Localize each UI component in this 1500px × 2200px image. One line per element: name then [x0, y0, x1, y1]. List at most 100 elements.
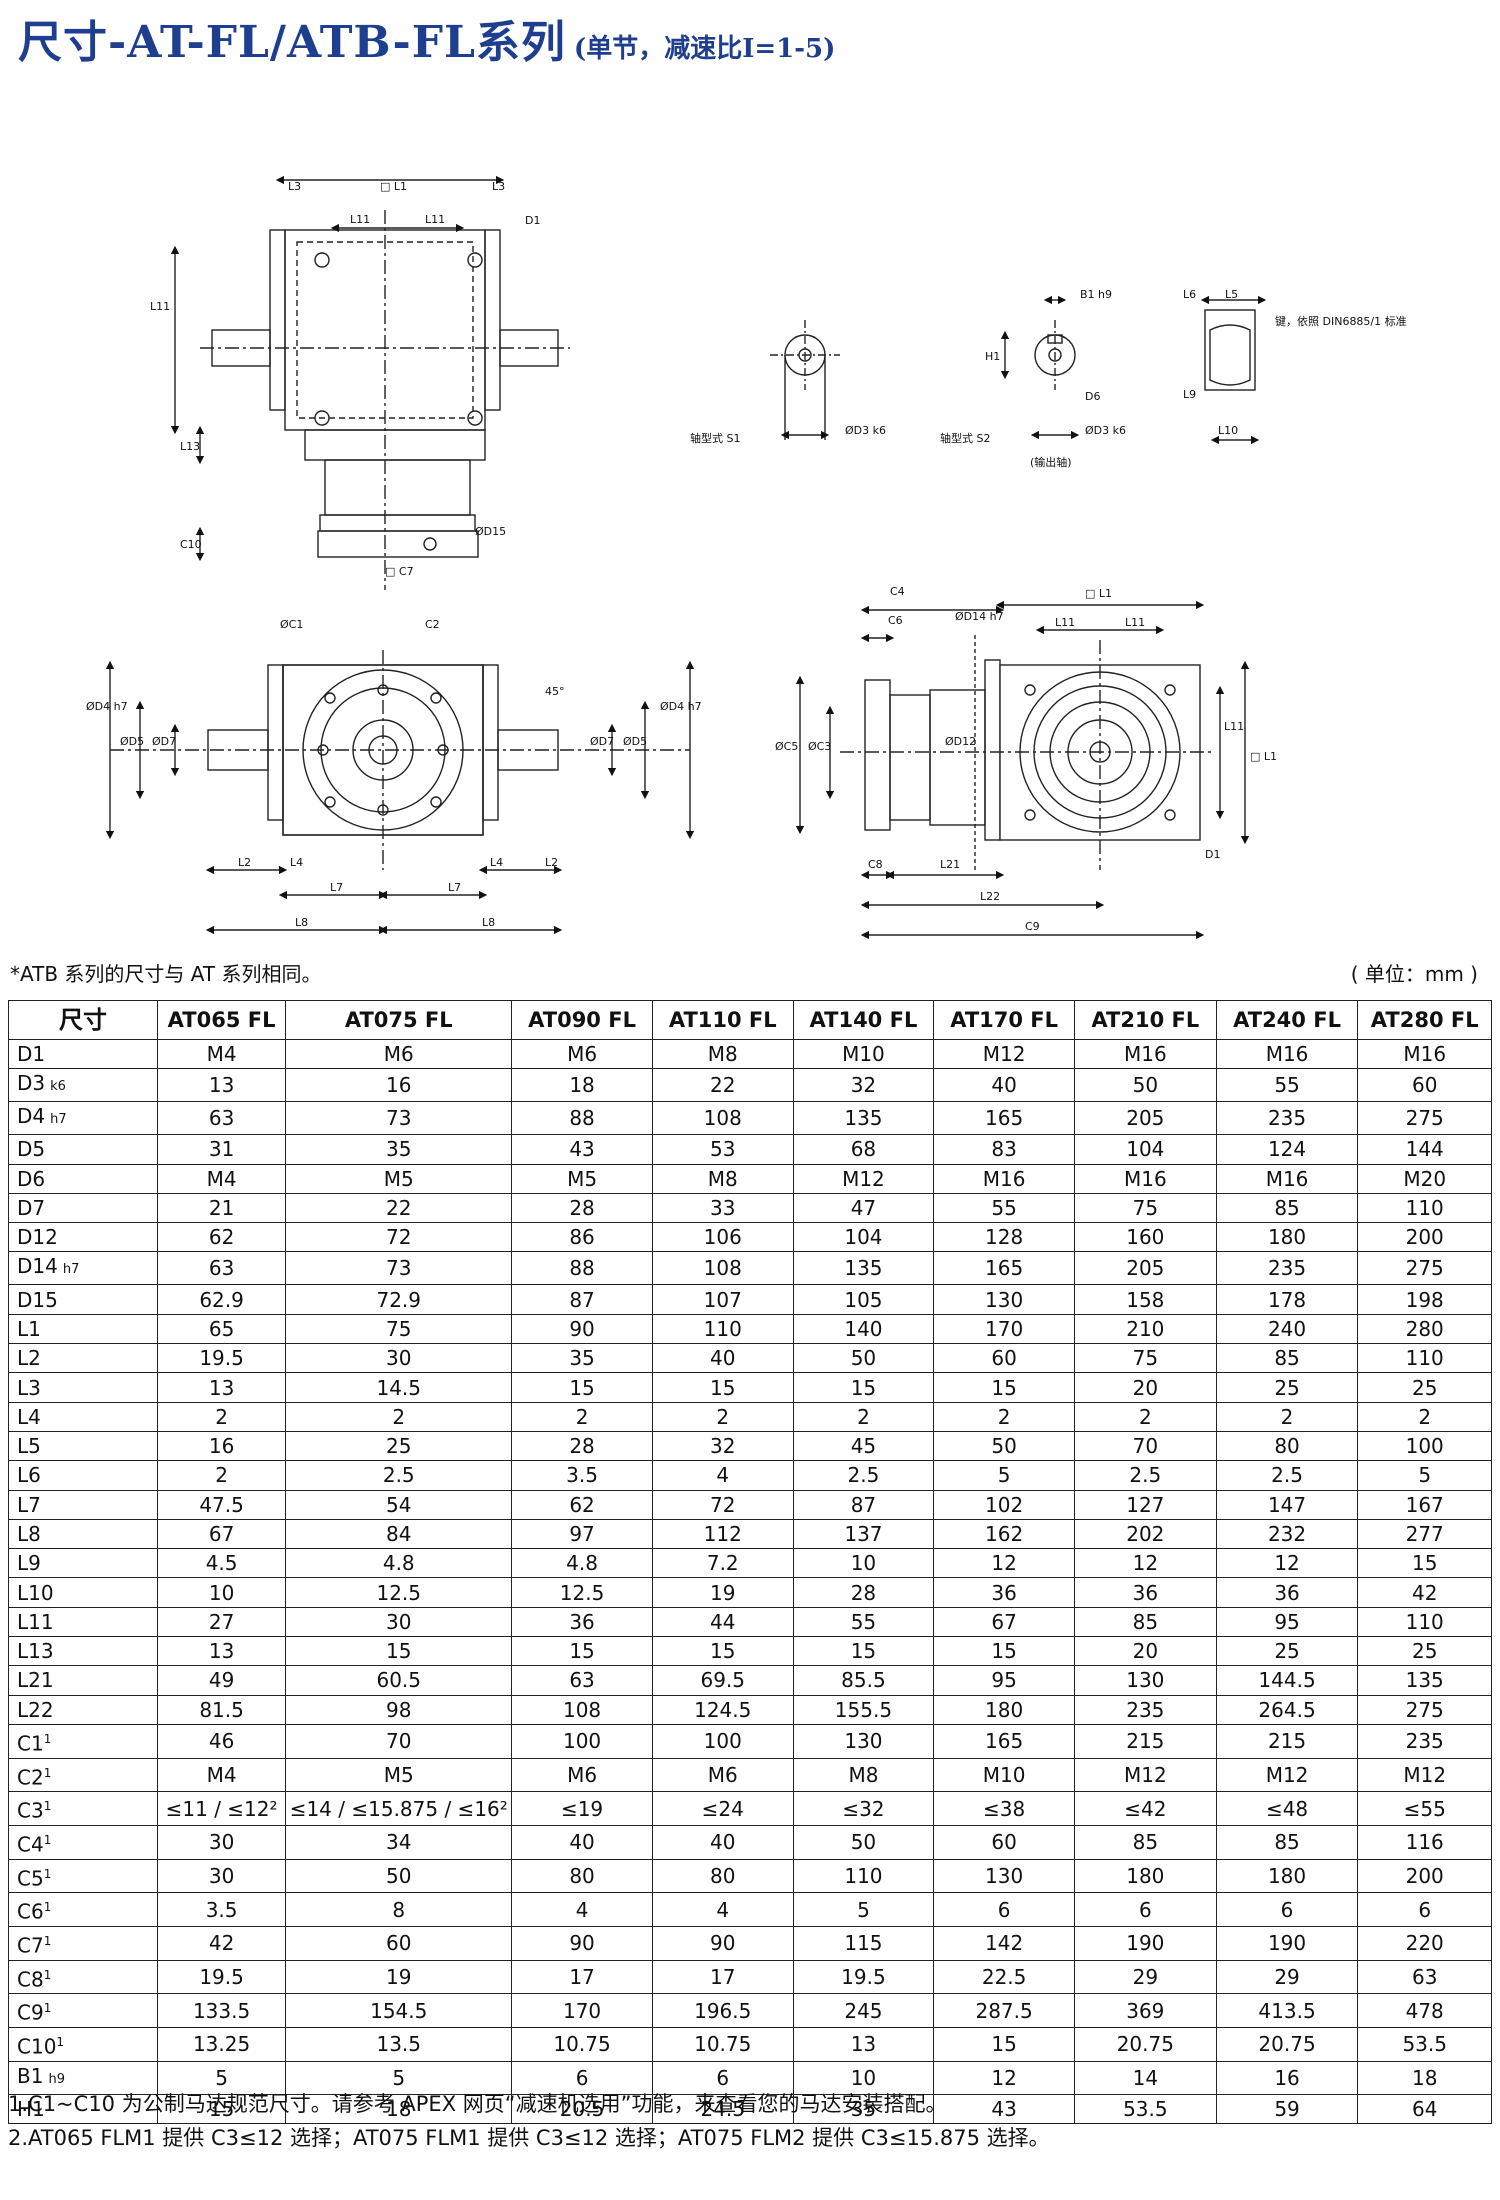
table-cell: 20.5 — [511, 2093, 653, 2124]
table-cell: 55 — [933, 1192, 1075, 1224]
table-cell: ≤48 — [1215, 1791, 1359, 1826]
row-label: L21 — [8, 1665, 158, 1696]
table-cell: 2 — [1357, 1401, 1492, 1432]
table-cell: 167 — [1357, 1489, 1492, 1520]
table-cell: 47.5 — [156, 1489, 287, 1520]
dim-D1-side: D1 — [1205, 848, 1220, 861]
table-cell: 200 — [1357, 1222, 1492, 1253]
table-cell: 135 — [1357, 1665, 1492, 1696]
dim-L1-top: □ L1 — [380, 180, 407, 193]
dim-C6: C6 — [888, 614, 903, 627]
table-cell: 44 — [651, 1606, 794, 1638]
table-cell: 105 — [792, 1284, 935, 1315]
table-cell: 70 — [1073, 1430, 1217, 1462]
dim-L11-side-b: L11 — [1125, 616, 1145, 629]
table-cell: 10 — [156, 1577, 287, 1608]
row-label: L11 — [8, 1606, 158, 1638]
table-cell: 12 — [1215, 1548, 1359, 1579]
table-cell: 29 — [1215, 1959, 1359, 1995]
table-cell: 127 — [1073, 1489, 1217, 1520]
table-cell: 4.8 — [285, 1548, 513, 1579]
row-label: D15 — [8, 1284, 158, 1315]
table-cell: M12 — [933, 1038, 1075, 1070]
table-cell: 30 — [285, 1343, 513, 1374]
row-label-text: L3 — [17, 1375, 41, 1400]
table-cell: 63 — [1357, 1959, 1492, 1995]
output-shaft-note: (输出轴) — [1030, 455, 1072, 469]
table-cell: 46 — [156, 1723, 287, 1759]
row-label: L4 — [8, 1401, 158, 1432]
table-cell: 3.5 — [156, 1892, 287, 1927]
table-cell: 63 — [156, 1251, 287, 1286]
table-cell: 63 — [156, 1101, 287, 1136]
table-cell: 180 — [933, 1694, 1075, 1725]
row-label: C41 — [8, 1824, 158, 1860]
table-cell: M6 — [651, 1757, 794, 1793]
table-cell: 59 — [1215, 2093, 1359, 2124]
table-cell: 65 — [156, 1313, 287, 1345]
row-label-text: D14 — [17, 1254, 58, 1279]
table-cell: 97 — [511, 1518, 653, 1550]
table-cell: 158 — [1073, 1284, 1217, 1315]
table-cell: 13 — [156, 1068, 287, 1103]
table-cell: 104 — [792, 1222, 935, 1253]
dim-D12: ØD12 — [945, 735, 976, 748]
row-label: C101 — [8, 2026, 158, 2062]
table-cell: 18 — [285, 2093, 513, 2124]
table-cell: 7.2 — [651, 1548, 794, 1579]
table-cell: 53.5 — [1073, 2093, 1217, 2124]
table-cell: 8 — [285, 1892, 513, 1927]
table-cell: 275 — [1357, 1251, 1492, 1286]
table-cell: M4 — [156, 1163, 287, 1194]
table-cell: 85 — [1215, 1192, 1359, 1224]
table-cell: M10 — [933, 1757, 1075, 1793]
table-cell: 413.5 — [1215, 1993, 1359, 2028]
table-cell: 144.5 — [1215, 1665, 1359, 1696]
table-cell: 30 — [285, 1606, 513, 1638]
table-cell: M16 — [933, 1163, 1075, 1194]
row-label: L7 — [8, 1489, 158, 1520]
table-cell: M12 — [1357, 1757, 1492, 1793]
dim-L5: L5 — [1225, 288, 1238, 301]
table-cell: 28 — [511, 1192, 653, 1224]
row-label-text: C7 — [17, 1933, 44, 1958]
table-cell: 43 — [933, 2093, 1075, 2124]
table-cell: 112 — [651, 1518, 794, 1550]
table-cell: 13 — [156, 1372, 287, 1403]
table-header-model: AT090 FL — [511, 1000, 653, 1040]
dim-L3-left: L3 — [288, 180, 301, 193]
page-title: 尺寸-AT-FL/ATB-FL系列(单节，减速比I=1-5) — [18, 6, 835, 70]
table-cell: M6 — [511, 1038, 653, 1070]
footnote-1: 1.C1~C10 为公制马达规范尺寸。请参考 APEX 网页“减速机选用”功能，… — [8, 2092, 947, 2116]
table-cell: 4.5 — [156, 1548, 287, 1579]
table-cell: 5 — [1357, 1460, 1492, 1491]
table-cell: ≤11 / ≤12² — [156, 1791, 287, 1826]
dim-L1-side: □ L1 — [1085, 587, 1112, 600]
row-label: H1 — [8, 2093, 158, 2124]
table-cell: 4.8 — [511, 1548, 653, 1579]
table-cell: 12 — [933, 1548, 1075, 1579]
table-cell: M6 — [285, 1038, 513, 1070]
table-cell: 64 — [1357, 2093, 1492, 2124]
table-cell: 232 — [1215, 1518, 1359, 1550]
dim-D4-left: ØD4 h7 — [86, 700, 128, 713]
table-cell: 85 — [1073, 1606, 1217, 1638]
table-cell: 60 — [933, 1824, 1075, 1860]
table-cell: 13 — [156, 1636, 287, 1667]
table-cell: 235 — [1073, 1694, 1217, 1725]
top-view-labels: L3 □ L1 L3 L11 L11 D1 L11 L13 ØD15 C10 □… — [150, 180, 540, 578]
row-label-text: L21 — [17, 1668, 54, 1693]
table-cell: 49 — [156, 1665, 287, 1696]
table-cell: 2 — [1215, 1401, 1359, 1432]
